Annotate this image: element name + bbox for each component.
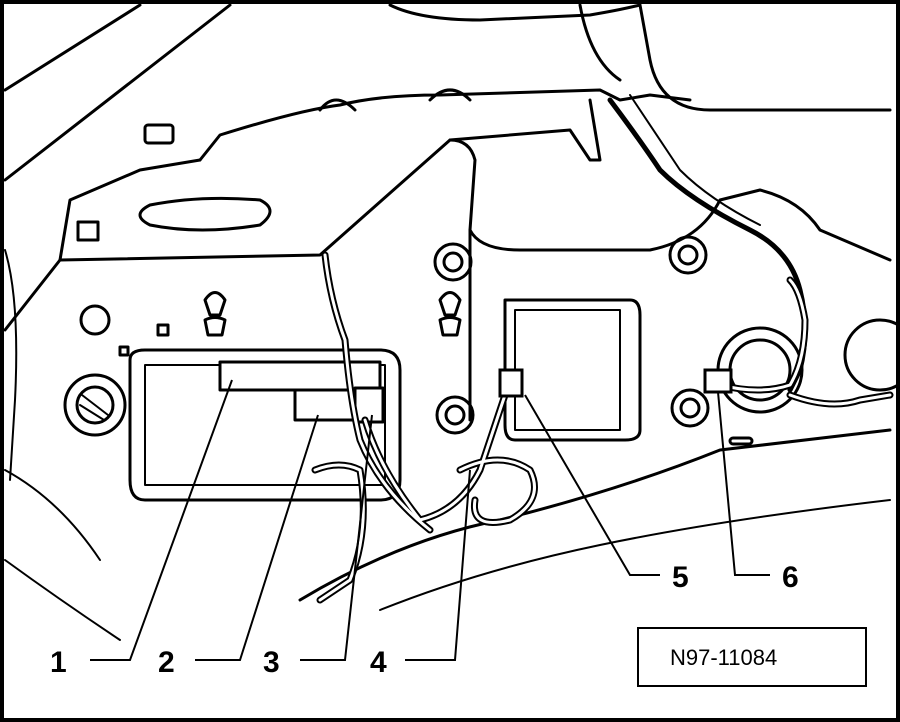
leader-line-6 [717,391,770,576]
leader-line-1 [90,379,233,661]
connector-6 [703,368,733,394]
connector-5 [498,368,524,398]
leader-lines [90,379,770,661]
wiring-harness-inner [313,253,892,602]
leader-line-4 [405,469,471,661]
leader-line-2 [195,414,319,661]
callout-label-4: 4 [370,646,387,679]
leader-line-5 [524,394,660,576]
callout-label-5: 5 [672,561,689,594]
reference-code-box [637,627,867,687]
callout-label-1: 1 [50,646,67,679]
callout-label-2: 2 [158,646,175,679]
reference-code: N97-11084 [670,645,777,670]
leader-line-3 [300,414,373,661]
callout-label-6: 6 [782,561,799,594]
callout-label-3: 3 [263,646,280,679]
